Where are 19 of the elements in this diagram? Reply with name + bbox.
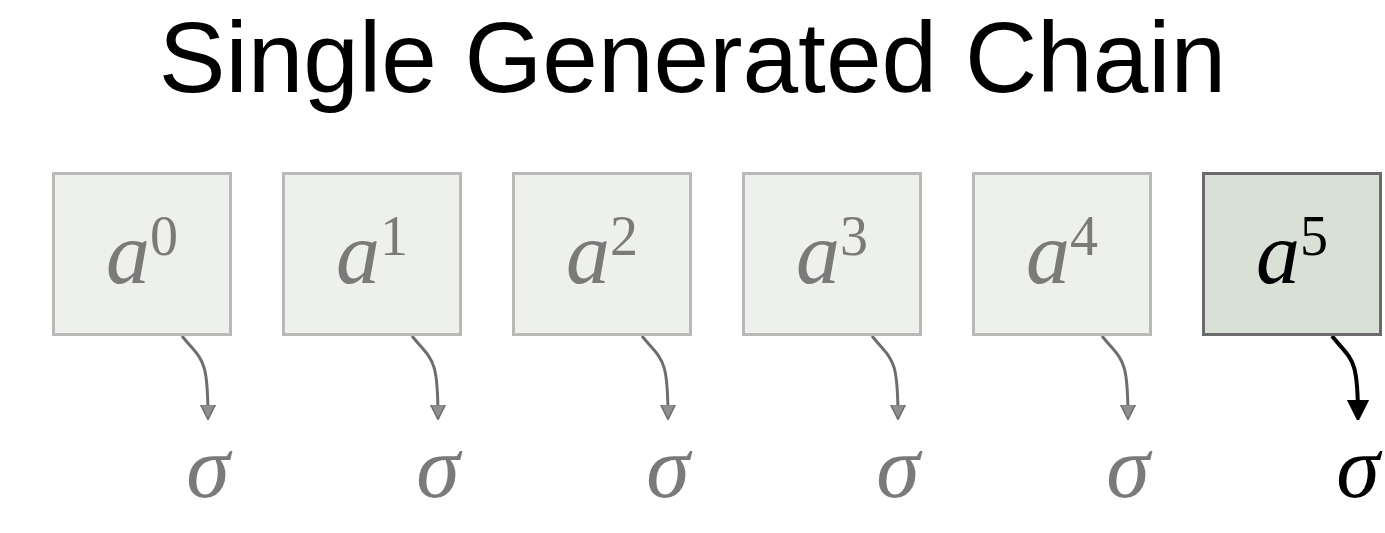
variable-box: a$^{3}$ <box>742 172 922 336</box>
sigma-symbol: σ <box>1102 418 1154 518</box>
variable-box: a$^{1}$ <box>282 172 462 336</box>
arrow <box>180 335 217 421</box>
arrow <box>410 335 447 421</box>
variable-box: a$^{4}$ <box>972 172 1152 336</box>
arrow <box>640 335 677 421</box>
sigma-symbol: σ <box>872 418 924 518</box>
sigma-symbol: σ <box>1332 418 1384 518</box>
variable-box: a$^{5}$ <box>1202 172 1382 336</box>
sigma-symbol: σ <box>412 418 464 518</box>
sigma-symbol: σ <box>642 418 694 518</box>
arrow <box>870 335 907 421</box>
arrow <box>1100 335 1137 421</box>
title: Single Generated Chain <box>157 2 1228 112</box>
arrow <box>1330 334 1369 421</box>
variable-box: a$^{2}$ <box>512 172 692 336</box>
sigma-symbol: σ <box>182 418 234 518</box>
variable-box: a$^{0}$ <box>52 172 232 336</box>
